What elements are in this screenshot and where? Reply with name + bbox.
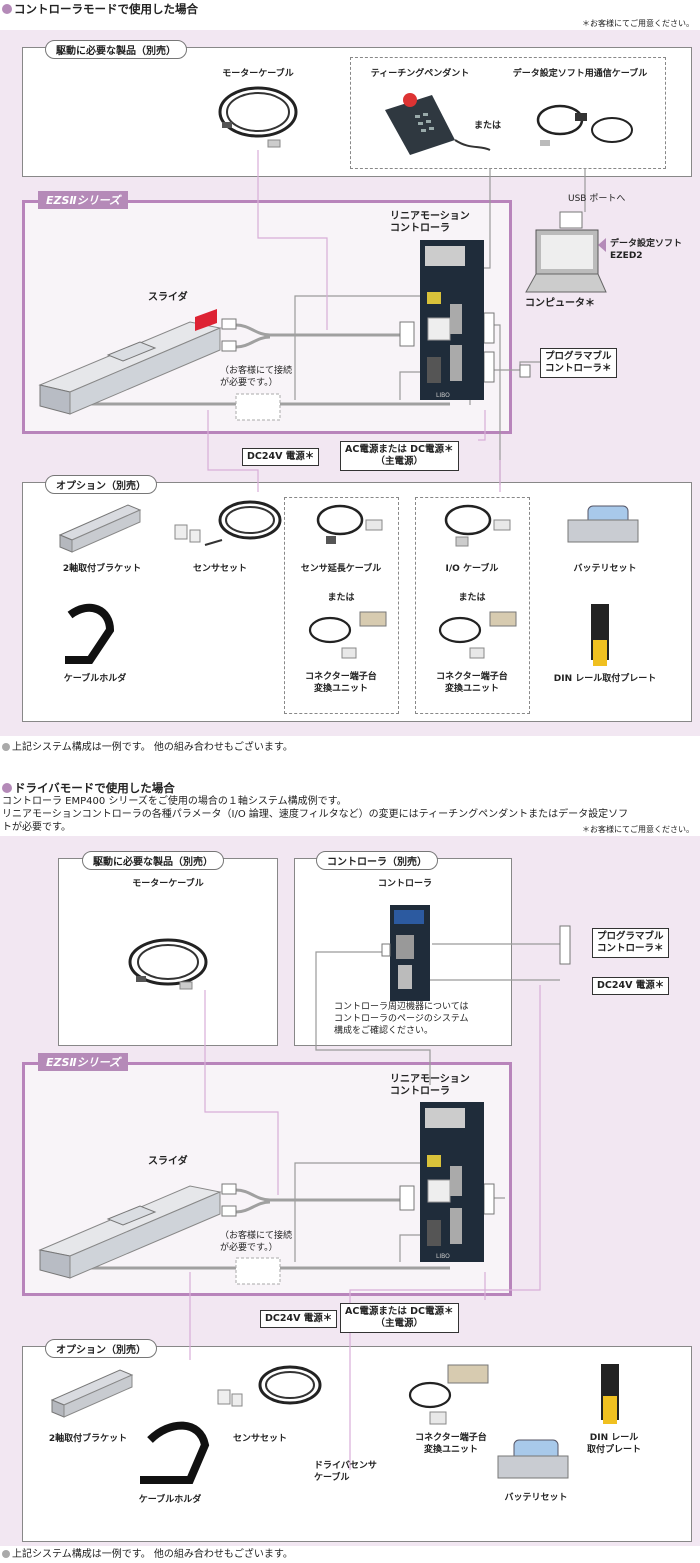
- driver-sensor-label: ドライバセンサケーブル: [314, 1461, 377, 1483]
- motor-cable-icon-2: [128, 938, 208, 990]
- section2-para2: リニアモーションコントローラの各種パラメータ（I/O 論理、速度フィルタなど）の…: [2, 809, 629, 820]
- or-label-2: または: [327, 593, 355, 603]
- bracket-label: 2軸取付ブラケット: [62, 564, 142, 574]
- bullet-icon: [2, 1550, 10, 1558]
- teaching-pendant-icon: [385, 93, 491, 155]
- section1-footer: 上記システム構成は一例です。 他の組み合わせもございます。: [2, 741, 293, 754]
- ac-power-label: AC電源または DC電源＊（主電源）: [340, 441, 459, 471]
- dc24-power-label-2: DC24V 電源＊: [260, 1310, 338, 1328]
- plc-label-2: プログラマブルコントローラ＊: [592, 928, 669, 958]
- din-plate-label: DIN レール取付プレート: [553, 674, 657, 684]
- section2-heading: ドライバモードで使用した場合: [2, 780, 175, 796]
- section1-note: ＊お客様にてご用意ください。: [582, 19, 694, 28]
- computer-icon: [525, 211, 607, 293]
- io-cable-icon: [444, 504, 511, 547]
- required-products-box-2: [58, 858, 278, 1046]
- din-rail-plate-icon-2: [601, 1364, 619, 1424]
- din-rail-plate-icon: [591, 604, 609, 666]
- sensor-set-icon: [174, 500, 282, 546]
- lmc-label-2: リニアモーションコントローラ: [390, 1074, 470, 1097]
- sensor-ext-label: センサ延長ケーブル: [300, 564, 382, 574]
- cable-holder-label: ケーブルホルダ: [63, 674, 127, 684]
- emp-controller-icon: [381, 905, 430, 1001]
- connect-note: （お客様にて接続が必要です。）: [220, 366, 293, 388]
- din-plate-label-2: DIN レール取付プレート: [586, 1433, 641, 1455]
- io-group-box: [415, 497, 530, 714]
- section2-para3: トが必要です。: [2, 822, 71, 833]
- svg-text:LIBO: LIBO: [436, 392, 450, 399]
- computer-label: コンピュータ＊: [525, 298, 595, 309]
- teaching-pendant-label: ティーチングペンダント: [370, 69, 470, 79]
- sensor-set-label-2: センサセット: [232, 1434, 287, 1444]
- sensor-set-icon-2: [217, 1365, 322, 1407]
- section2-footer: 上記システム構成は一例です。 他の組み合わせもございます。: [2, 1548, 293, 1561]
- controller-tab: コントローラ（別売）: [316, 851, 438, 870]
- pendant-group-box: [350, 57, 666, 169]
- section2-note: ＊お客様にてご用意ください。: [582, 825, 694, 834]
- data-cable-icon: [536, 104, 633, 146]
- battery-set-icon-2: [497, 1439, 569, 1479]
- sensor-extension-cable-icon: [316, 504, 383, 544]
- slider-icon-2: [38, 1185, 222, 1279]
- svg-text:LIBO: LIBO: [436, 1253, 450, 1260]
- terminal-unit-icon-1: [308, 611, 387, 659]
- section2-para1: コントローラ EMP400 シリーズをご使用の場合の１軸システム構成例です。: [2, 796, 347, 807]
- dc24-power-label: DC24V 電源＊: [242, 448, 320, 466]
- motor-cable-label: モーターケーブル: [222, 69, 294, 79]
- terminal-label-3: コネクター端子台変換ユニット: [415, 1433, 487, 1455]
- bullet-icon: [2, 743, 10, 751]
- slider-label-2: スライダ: [148, 1156, 188, 1167]
- ezs-series-tab: EZSⅡシリーズ: [38, 191, 129, 209]
- sensor-group-box: [284, 497, 399, 714]
- option-box-2: [22, 1346, 692, 1542]
- cable-holder-label-2: ケーブルホルダ: [138, 1495, 202, 1505]
- usb-label: USB ポートへ: [568, 194, 626, 204]
- slider-icon: [38, 309, 222, 415]
- bracket-icon: [58, 504, 142, 553]
- bracket-label-2: 2軸取付ブラケット: [48, 1434, 128, 1444]
- controller-note: コントローラ周辺機器についてはコントローラのページのシステム構成をご確認ください…: [334, 1002, 469, 1036]
- battery-set-icon: [567, 505, 639, 543]
- ezs-series-tab-2: EZSⅡシリーズ: [38, 1053, 129, 1071]
- bracket-icon-2: [50, 1369, 134, 1418]
- controller-icon-2: LIBO: [420, 1102, 484, 1262]
- option-tab: オプション（別売）: [45, 475, 157, 494]
- controller-label-2: コントローラ: [377, 879, 432, 889]
- sensor-set-label: センサセット: [192, 564, 247, 574]
- bullet-icon: [2, 4, 12, 14]
- required-products-box: [22, 47, 692, 177]
- data-cable-label: データ設定ソフト用通信ケーブル: [512, 69, 648, 79]
- io-cable-label: I/O ケーブル: [445, 564, 499, 574]
- terminal1-label: コネクター端子台変換ユニット: [305, 672, 377, 694]
- connect-note-2: （お客様にて接続が必要です。）: [220, 1231, 293, 1253]
- motor-cable-label-2: モーターケーブル: [132, 879, 204, 889]
- dc24-power-label-right: DC24V 電源＊: [592, 977, 670, 995]
- controller-icon: LIBO: [420, 240, 484, 400]
- option-tab-2: オプション（別売）: [45, 1339, 157, 1358]
- controller-label: リニアモーションコントローラ: [390, 211, 470, 234]
- required-products-tab-2: 駆動に必要な製品（別売）: [82, 851, 224, 870]
- section1-heading: コントローラモードで使用した場合: [2, 1, 198, 17]
- motor-cable-icon: [218, 86, 298, 148]
- cable-holder-icon-2: [140, 1421, 210, 1484]
- terminal-unit-icon-2: [438, 611, 517, 659]
- plc-label: プログラマブルコントローラ＊: [540, 348, 617, 378]
- ac-power-label-2: AC電源または DC電源＊（主電源）: [340, 1303, 459, 1333]
- required-products-tab: 駆動に必要な製品（別売）: [45, 40, 187, 59]
- or-label-3: または: [458, 593, 486, 603]
- bullet-icon: [2, 783, 12, 793]
- slider-label: スライダ: [148, 292, 188, 303]
- battery-label-2: バッテリセット: [504, 1493, 568, 1503]
- or-label: または: [474, 121, 502, 131]
- terminal2-label: コネクター端子台変換ユニット: [436, 672, 508, 694]
- battery-label: バッテリセット: [573, 564, 637, 574]
- terminal-unit-icon-3: [408, 1364, 489, 1425]
- cable-holder-icon: [65, 603, 115, 664]
